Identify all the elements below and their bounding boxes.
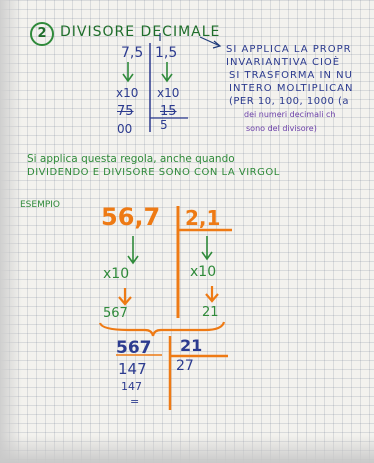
- example1-dividend: 7,5: [121, 45, 144, 61]
- rule-line-4: INTERO MOLTIPLICAN: [229, 83, 354, 94]
- division-divisor: 21: [180, 336, 203, 355]
- note-line-1: Si applica questa regola, anche quando: [27, 153, 235, 165]
- example1-new-divisor: 15: [160, 104, 177, 119]
- example2-dividend: 56,7: [101, 203, 161, 231]
- division-step-1: 147: [118, 360, 147, 378]
- example2-mult-right: x10: [190, 264, 217, 280]
- rule-line-5: (PER 10, 100, 1000 (a: [229, 96, 350, 107]
- page-shadow-left: [0, 0, 22, 463]
- example-label: ESEMPIO: [20, 200, 61, 210]
- rule-line-7: sono del divisore): [246, 124, 317, 133]
- example1-mult-right: x10: [157, 86, 180, 100]
- division-dividend: 567: [116, 338, 152, 358]
- example2-mult-left: x10: [103, 266, 130, 282]
- example2-orange-arrow-right: [205, 286, 219, 303]
- rule-line-3: SI TRASFORMA IN NU: [229, 70, 353, 81]
- division-step-2: 147: [121, 380, 142, 393]
- example1-mult-left: x10: [116, 86, 139, 100]
- page-title: DIVISORE DECIMALE: [60, 24, 221, 40]
- note-line-2: DIVIDENDO E DIVISORE SONO CON LA VIRGOL: [27, 167, 280, 178]
- example2-divisor: 2,1: [185, 206, 221, 230]
- example2-orange-arrow-left: [118, 288, 132, 306]
- example2-arrow-right: [201, 236, 213, 261]
- example1-arrow-right: [161, 62, 173, 83]
- example1-arrow-left: [122, 62, 134, 83]
- section-number-badge: 2: [30, 22, 54, 46]
- example1-new-dividend: 75: [117, 104, 134, 119]
- page-shadow-bottom: [0, 435, 374, 463]
- example2-new-dividend: 567: [103, 306, 128, 321]
- merge-brace: [98, 321, 226, 337]
- example1-quotient: 5: [160, 118, 168, 132]
- rule-line-6: dei numeri decimali ch: [244, 110, 336, 119]
- division-quotient: 27: [176, 358, 194, 374]
- division-remainder: =: [130, 395, 140, 408]
- example1-divisor: 1,5: [155, 45, 178, 61]
- rule-line-1: SI APPLICA LA PROPR: [226, 44, 352, 55]
- rule-line-2: INVARIANTIVA CIOÈ: [226, 57, 341, 68]
- rule-pointer-arrow: [199, 36, 222, 49]
- example2-arrow-left: [127, 236, 139, 265]
- example2-new-divisor: 21: [202, 305, 219, 320]
- example1-remainder: 00: [117, 122, 133, 136]
